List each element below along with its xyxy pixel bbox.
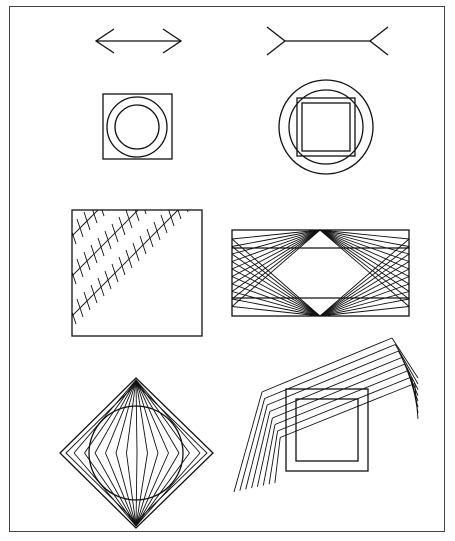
hatch-tick: [161, 215, 167, 233]
hatch-tick: [91, 285, 97, 303]
parallel-line: [240, 399, 265, 491]
fan-ray: [232, 230, 320, 307]
hatch-tick: [105, 231, 111, 249]
hatch-tick: [112, 224, 118, 242]
hatch-tick: [77, 299, 83, 317]
muller-lyer-inward-arrows: [96, 29, 181, 53]
hatch-tick: [154, 222, 160, 240]
hatch-tick: [119, 217, 125, 235]
diamond-ray: [136, 453, 169, 526]
parallel-line: [269, 431, 278, 484]
parallel-line: [252, 412, 270, 489]
diamond-ray: [136, 380, 137, 453]
parallel-line-end: [395, 345, 418, 384]
diamond-ray: [136, 380, 190, 453]
hatch-tick: [84, 292, 90, 310]
diamond-ray: [136, 453, 179, 526]
parallel-line: [272, 364, 405, 418]
circle-in-square: [103, 94, 172, 159]
zollner-hatched-square: [72, 210, 202, 336]
square-in-circle: [279, 80, 373, 174]
parallel-line: [267, 351, 398, 405]
fan-ray: [232, 230, 320, 269]
fan-ray: [320, 230, 409, 277]
hatch-tick: [147, 229, 153, 247]
parallel-line: [270, 358, 402, 412]
diamond-ray: [136, 453, 190, 526]
diamond-ray: [116, 380, 136, 453]
hering-fan-rectangle: [232, 230, 409, 316]
diamond-ray: [116, 453, 136, 526]
hatch-tick: [84, 212, 90, 230]
diamond-ray: [74, 453, 136, 526]
diamond-ray: [136, 453, 137, 526]
hatch-tick: [98, 278, 104, 296]
diamond-ray: [136, 380, 169, 453]
parallel-line: [262, 338, 392, 392]
hatch-tick: [135, 210, 139, 221]
hatch-tick: [102, 210, 104, 216]
hatch-tick: [126, 210, 132, 228]
muller-lyer-outward-fins: [267, 27, 388, 55]
circle-in-diamond-with-fan: [60, 378, 213, 528]
parallel-line: [246, 405, 268, 489]
diamond-ray: [74, 380, 136, 453]
hatch-tick: [126, 250, 132, 268]
fan-ray: [232, 230, 320, 277]
hatch-tick: [133, 243, 139, 261]
hatch-tick: [140, 236, 146, 254]
hatch-tick: [112, 264, 118, 282]
fan-ray: [320, 230, 409, 292]
diamond-ray: [136, 380, 158, 453]
diamond-ray: [136, 380, 179, 453]
diamond-ray: [95, 453, 136, 526]
hatch-band-line: [72, 210, 138, 276]
hatch-tick: [91, 245, 97, 263]
hatch-tick: [77, 219, 83, 237]
diamond-ray: [95, 380, 136, 453]
hatch-tick: [84, 252, 90, 270]
hatch-tick: [77, 259, 83, 277]
fan-ray: [320, 230, 409, 269]
fan-ray: [320, 230, 409, 307]
hatch-tick: [105, 271, 111, 289]
parallel-line: [265, 345, 396, 399]
hatch-tick: [178, 210, 181, 219]
hatch-tick: [98, 238, 104, 256]
diamond-ray: [136, 453, 158, 526]
fan-ray: [232, 230, 320, 292]
square-over-parallel-lines: [234, 338, 418, 492]
hatch-tick: [119, 257, 125, 275]
